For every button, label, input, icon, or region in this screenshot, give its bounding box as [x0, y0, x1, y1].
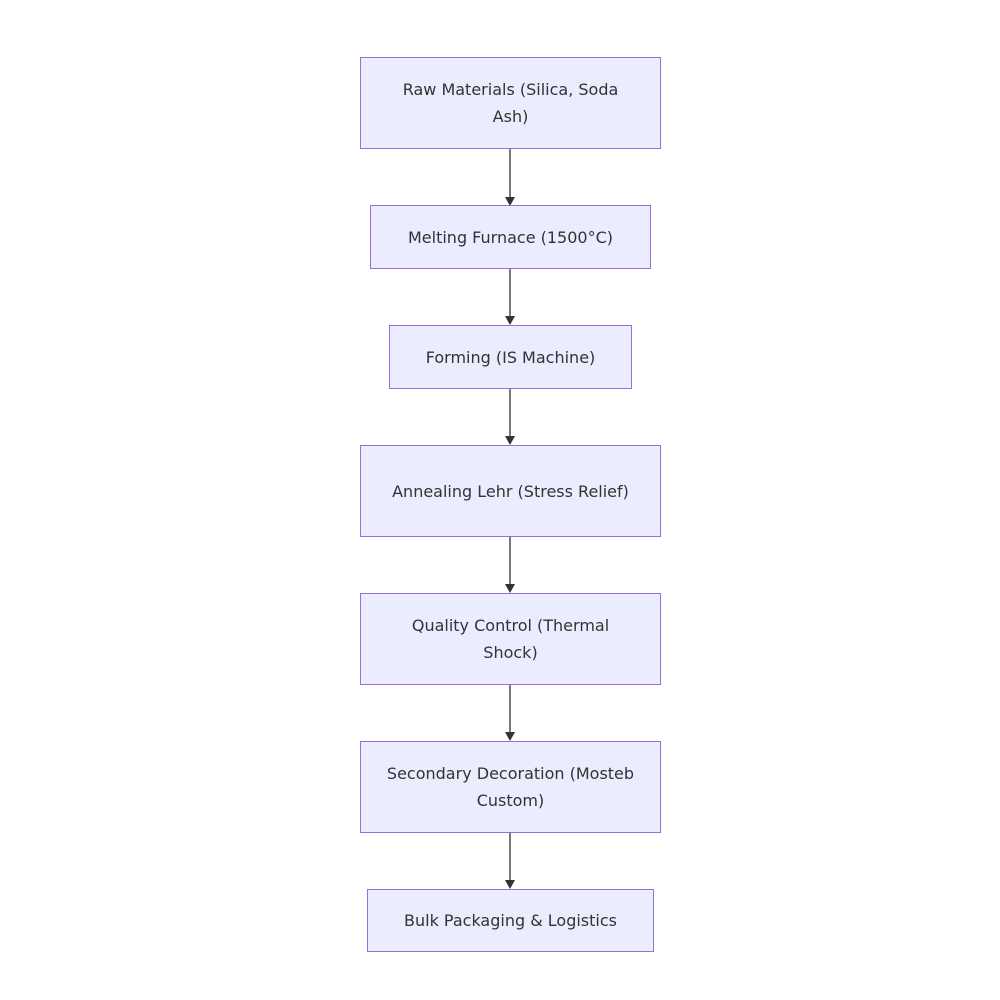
node-label: Forming (IS Machine) [425, 347, 596, 367]
edge-qc-to-deco [505, 684, 515, 741]
node-bulk-packaging[interactable]: Bulk Packaging & Logistics [367, 889, 654, 952]
node-annealing-lehr[interactable]: Annealing Lehr (Stress Relief) [360, 445, 661, 537]
node-label: Secondary Decoration (Mosteb Custom) [386, 764, 635, 810]
edge-deco-to-pack [505, 832, 515, 889]
edge-raw-to-melt [505, 148, 515, 206]
node-label: Bulk Packaging & Logistics [404, 911, 617, 930]
node-forming[interactable]: Forming (IS Machine) [389, 325, 632, 389]
edge-melt-to-form [505, 268, 515, 325]
node-label: Raw Materials (Silica, Soda Ash) [402, 80, 619, 126]
node-melting-furnace[interactable]: Melting Furnace (1500°C) [370, 205, 651, 269]
node-raw-materials[interactable]: Raw Materials (Silica, Soda Ash) [360, 57, 661, 149]
node-label: Quality Control (Thermal Shock) [411, 616, 610, 662]
edge-anneal-to-qc [505, 536, 515, 593]
node-secondary-decoration[interactable]: Secondary Decoration (Mosteb Custom) [360, 741, 661, 833]
node-label: Melting Furnace (1500°C) [407, 227, 613, 247]
edge-form-to-anneal [505, 388, 515, 445]
node-label: Annealing Lehr (Stress Relief) [392, 481, 629, 501]
node-quality-control[interactable]: Quality Control (Thermal Shock) [360, 593, 661, 685]
